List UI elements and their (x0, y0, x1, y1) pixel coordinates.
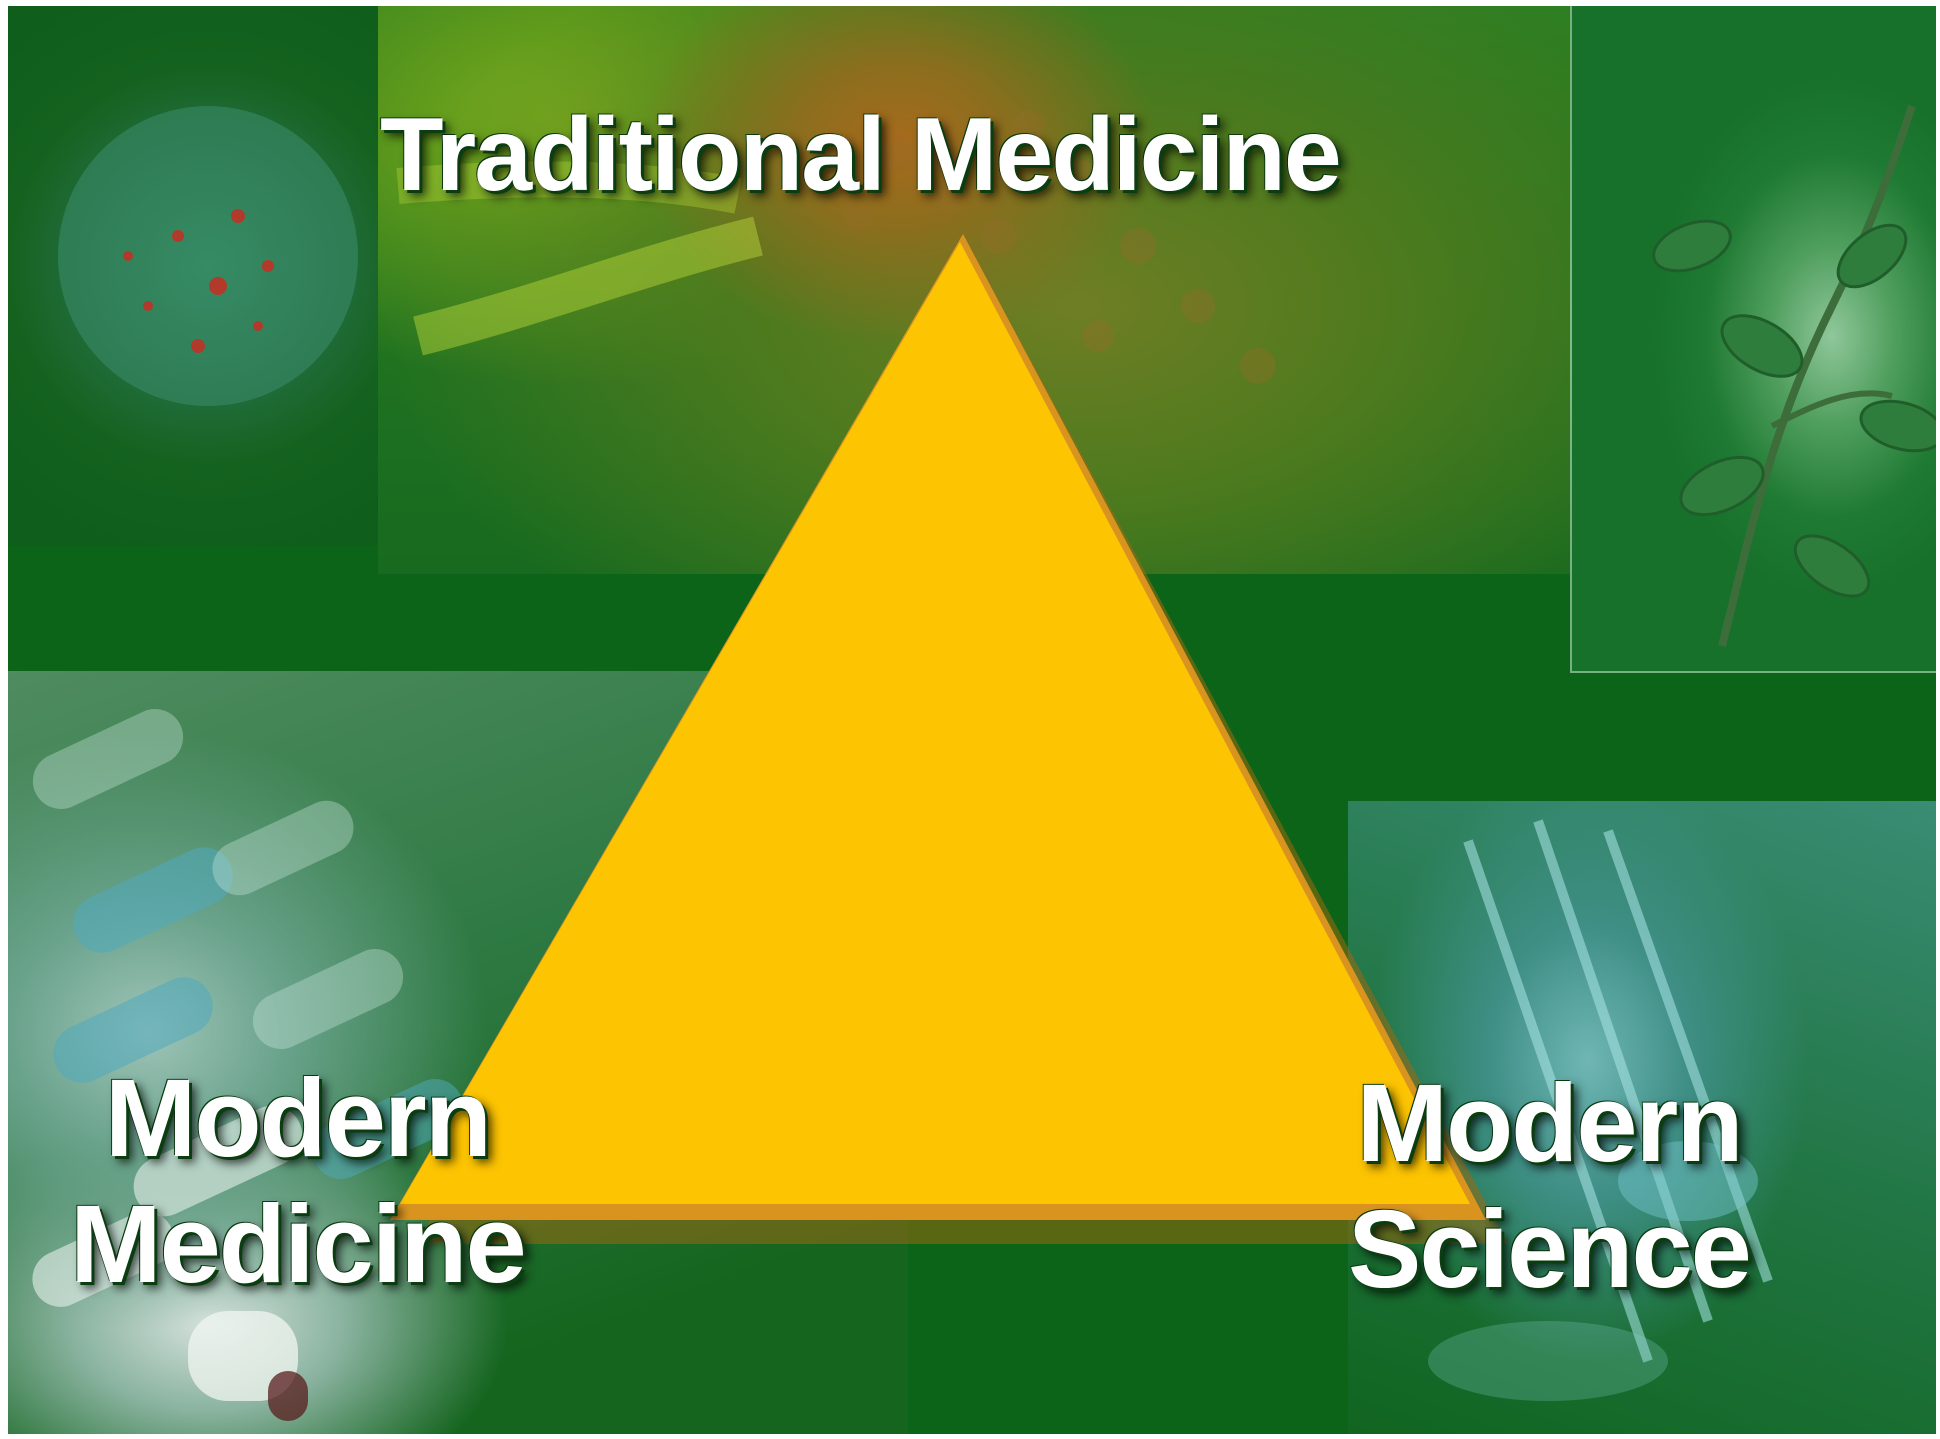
modern-science-label-line1: Modern (1356, 1062, 1743, 1185)
modern-medicine-label-line2: Medicine (70, 1183, 527, 1306)
modern-medicine-label-line1: Modern (104, 1057, 492, 1180)
globe-field-photo (8, 6, 398, 546)
leaf-branch-photo (1570, 6, 1936, 673)
modern-medicine-label: Modern Medicine (70, 1056, 527, 1308)
triangle (400, 242, 1470, 1204)
traditional-medicine-label: Traditional Medicine (380, 97, 1342, 213)
slide: Traditional Medicine Modern Medicine Mod… (8, 6, 1936, 1434)
modern-science-label-line2: Science (1348, 1188, 1752, 1311)
triangle-graphic (390, 234, 1508, 1244)
lab-glassware-photo (1348, 801, 1936, 1434)
modern-science-label: Modern Science (1348, 1061, 1752, 1313)
